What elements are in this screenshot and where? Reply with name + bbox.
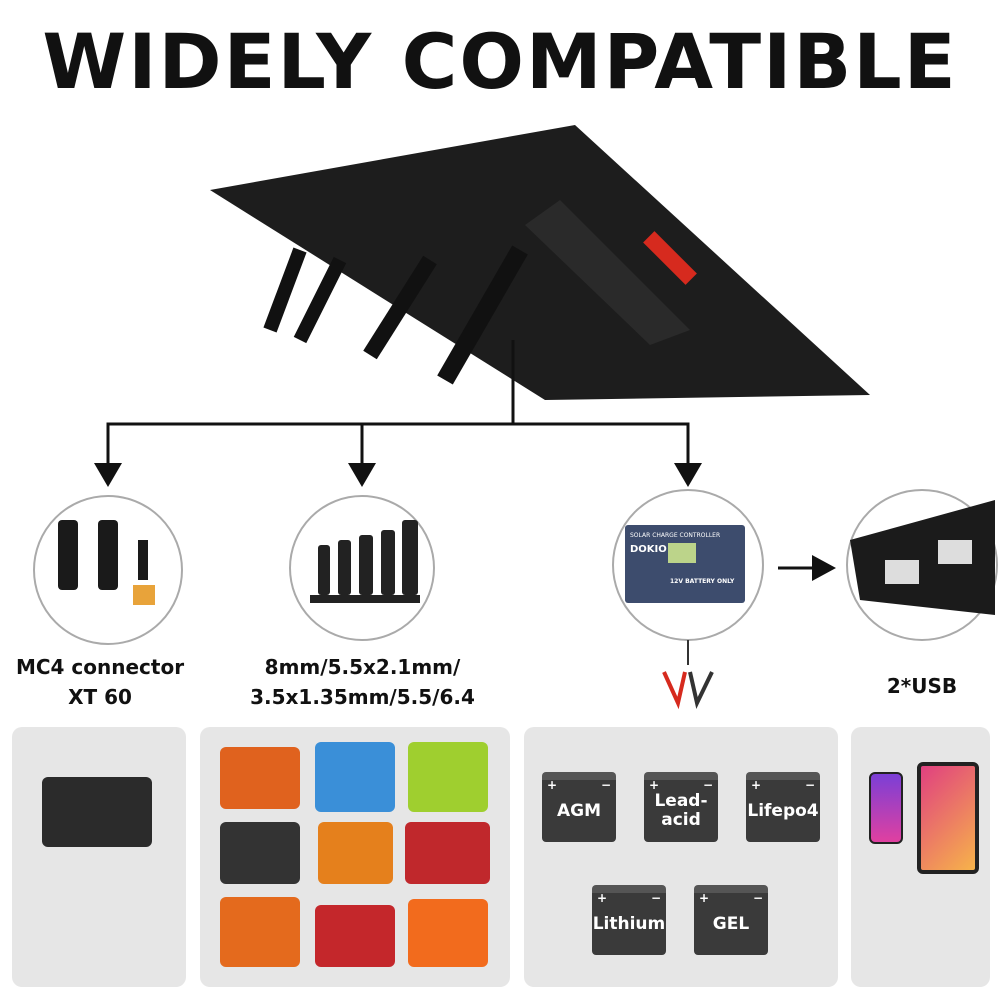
usb-label: 2*USB bbox=[886, 674, 958, 698]
label-line: 3.5x1.35mm/5.5/6.4 bbox=[250, 685, 475, 709]
usb-ports-image bbox=[850, 500, 995, 615]
controller-note: 12V BATTERY ONLY bbox=[670, 578, 735, 585]
power-station-panel bbox=[12, 727, 186, 987]
arrow-icons bbox=[94, 463, 836, 581]
battery-lead-acid: Lead- acid bbox=[644, 772, 718, 842]
battery-lithium: Lithium bbox=[592, 885, 666, 955]
dc-tips-label: 8mm/5.5x2.1mm/ 3.5x1.35mm/5.5/6.4 bbox=[230, 652, 495, 712]
controller-brand: DOKIO bbox=[630, 544, 667, 555]
mc4-label: MC4 connector XT 60 bbox=[0, 652, 200, 712]
cable-tree bbox=[106, 340, 815, 570]
option-circles bbox=[33, 489, 998, 645]
page-title: WIDELY COMPATIBLE bbox=[42, 17, 958, 106]
phone-image bbox=[869, 772, 903, 844]
mc4-connector-image bbox=[58, 520, 155, 605]
batteries-panel: AGM Lead- acid Lifepo4 Lithium GEL bbox=[524, 727, 838, 987]
charge-controller-image: SOLAR CHARGE CONTROLLER DOKIO 12V BATTER… bbox=[625, 525, 745, 603]
devices-panel bbox=[851, 727, 990, 987]
battery-gel: GEL bbox=[694, 885, 768, 955]
controller-text: SOLAR CHARGE CONTROLLER bbox=[630, 532, 720, 539]
label-line: XT 60 bbox=[68, 685, 132, 709]
diagram-graphics: SOLAR CHARGE CONTROLLER DOKIO 12V BATTER… bbox=[33, 125, 998, 710]
solar-panel-image bbox=[210, 125, 870, 400]
power-stations-panel bbox=[200, 727, 510, 987]
dc-tips-image bbox=[310, 520, 420, 603]
label-line: 8mm/5.5x2.1mm/ bbox=[264, 655, 461, 679]
battery-lifepo4: Lifepo4 bbox=[746, 772, 820, 842]
power-station-image bbox=[42, 777, 152, 847]
battery-agm: AGM bbox=[542, 772, 616, 842]
label-line: MC4 connector bbox=[15, 655, 185, 679]
tablet-image bbox=[917, 762, 979, 874]
battery-clamps-image bbox=[662, 640, 714, 710]
